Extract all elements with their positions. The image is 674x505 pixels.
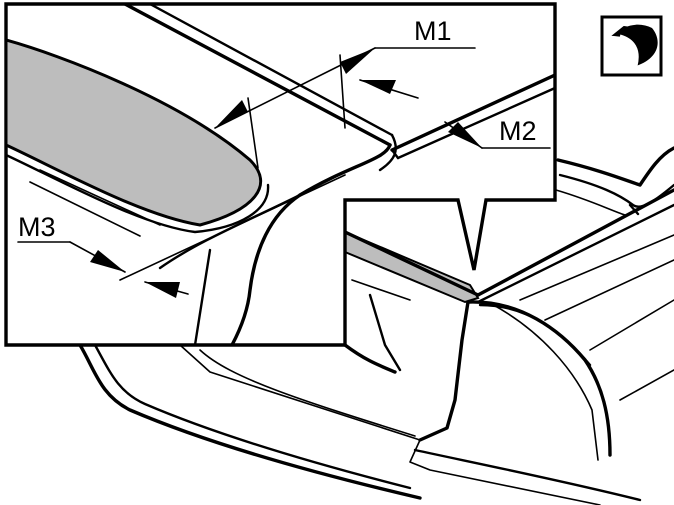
shaded-panel [6,38,262,227]
m3-dimension: M3 [17,212,189,298]
m2-dimension: M2 [359,79,551,149]
vehicle-body-background [78,146,674,505]
m3-label: M3 [18,212,56,242]
m2-label: M2 [499,116,537,146]
m1-label: M1 [414,16,452,46]
m1-dimension: M1 [214,16,476,169]
inset-frame [4,2,557,347]
magnified-inset: M1 M2 M3 [4,2,557,347]
headlight-lens-icon [600,15,663,77]
